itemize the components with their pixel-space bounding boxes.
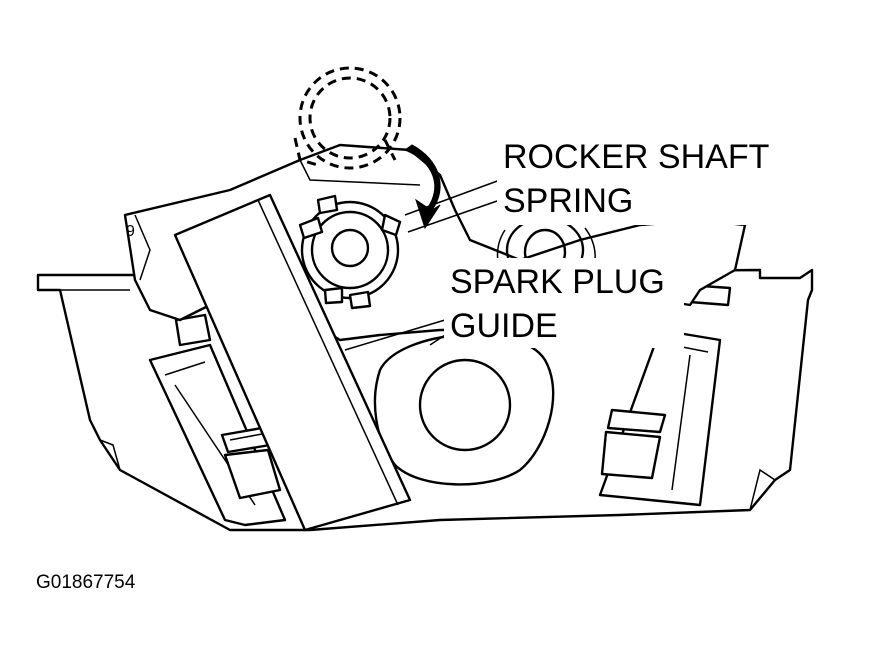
spring-removed-position bbox=[293, 66, 402, 170]
label-rocker-shaft: ROCKER SHAFT bbox=[503, 138, 769, 176]
right-valve-assembly bbox=[598, 283, 732, 507]
rotation-arrow bbox=[403, 144, 441, 230]
callout-spark-plug-guide: SPARK PLUG GUIDE bbox=[444, 258, 684, 348]
rocker-shaft-spring bbox=[298, 194, 402, 310]
label-guide: GUIDE bbox=[450, 307, 558, 345]
rocker-arm-mark: 9 bbox=[126, 223, 135, 240]
spark-plug-guide bbox=[173, 193, 412, 532]
camshaft-journal bbox=[373, 333, 555, 486]
leader-lines bbox=[344, 179, 501, 351]
callout-rocker-shaft-spring: ROCKER SHAFT SPRING bbox=[497, 135, 797, 225]
figure-id: G01867754 bbox=[36, 572, 136, 593]
label-spring: SPRING bbox=[503, 182, 633, 220]
label-spark-plug: SPARK PLUG bbox=[450, 263, 665, 301]
